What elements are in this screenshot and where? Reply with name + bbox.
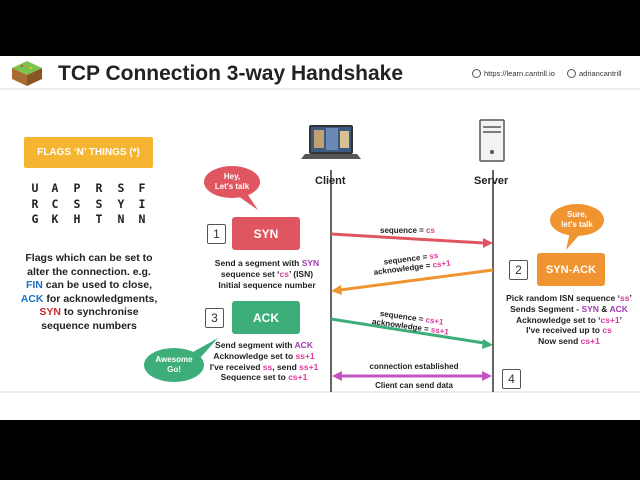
diagram-canvas <box>0 61 640 393</box>
step-number-4: 4 <box>502 369 521 389</box>
msg4-bottom: Client can send data <box>375 381 453 390</box>
flags-heading: FLAGS ‘N’ THINGS (*) <box>24 137 153 168</box>
bubble-hey <box>204 166 260 210</box>
synack-box: SYN-ACK <box>537 253 605 286</box>
bubble-hey-text: Hey,Let's talk <box>214 172 250 191</box>
msg1: sequence = cs <box>380 226 435 235</box>
learn-link[interactable]: https://learn.cantrill.io <box>472 69 555 78</box>
step-number-1: 1 <box>207 224 226 244</box>
step-number-3: 3 <box>205 308 224 328</box>
client-label: Client <box>315 175 346 187</box>
profile-icon <box>567 69 576 78</box>
msg4-top: connection established <box>369 362 459 371</box>
syn-arrow <box>330 232 485 245</box>
link-icon <box>472 69 481 78</box>
server-icon <box>479 119 505 162</box>
step2-description: Pick random ISN sequence ‘ss’ Sends Segm… <box>506 293 632 347</box>
flags-description: Flags which can be set to alter the conn… <box>20 252 158 332</box>
step1-description: Send a segment with SYN sequence set ‘cs… <box>214 258 320 290</box>
syn-box: SYN <box>232 217 300 250</box>
profile-link[interactable]: adriancantrill <box>567 69 622 78</box>
logo-cube-icon <box>12 61 42 86</box>
laptop-icon <box>301 125 361 159</box>
synack-arrow <box>339 268 494 292</box>
bubble-awesome <box>144 338 218 382</box>
bubble-sure-text: Sure,let's talk <box>561 210 593 229</box>
bubble-sure <box>550 204 604 250</box>
page-title: TCP Connection 3-way Handshake <box>58 62 404 85</box>
step3-description: Send segment with ACK Acknowledge set to… <box>209 340 319 383</box>
server-label: Server <box>474 175 509 187</box>
ack-box: ACK <box>232 301 300 334</box>
slide: TCP Connection 3-way Handshake https://l… <box>0 56 640 420</box>
ack-arrow <box>330 317 485 345</box>
step-number-2: 2 <box>509 260 528 280</box>
